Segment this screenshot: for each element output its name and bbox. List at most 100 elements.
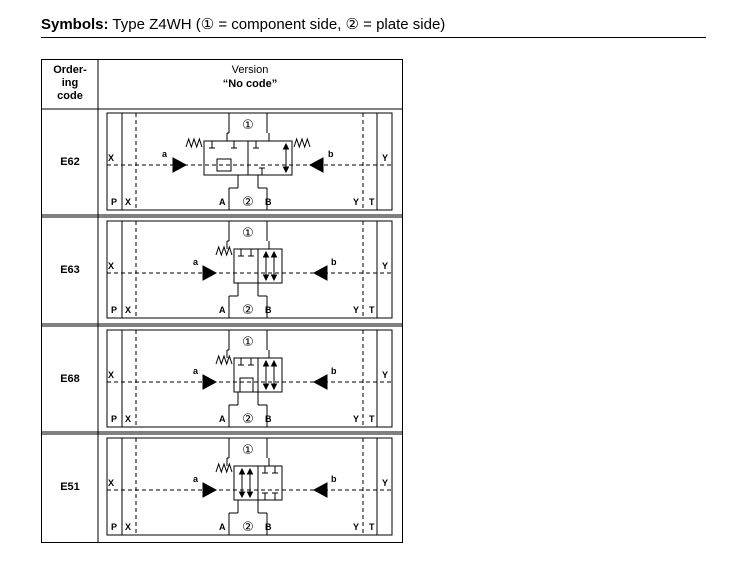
table-frame — [41, 59, 403, 543]
port-y-label: Y — [382, 478, 388, 488]
port-y-bottom-label: Y — [353, 197, 359, 207]
port-y-label: Y — [382, 153, 388, 163]
port-a-label: A — [219, 197, 226, 207]
flow-arrow-right-2-head-top — [270, 359, 278, 367]
ordering-code-label: E62 — [60, 156, 80, 168]
solenoid-a-label: a — [193, 257, 199, 267]
spring-a-icon — [215, 354, 233, 366]
port-a-label: A — [219, 305, 226, 315]
valve-envelope-left — [233, 465, 259, 501]
pilot-arrow-a-icon — [202, 265, 218, 281]
pilot-arrow-b-icon — [312, 265, 328, 281]
pilot-arrow-a-icon — [202, 482, 218, 498]
port-b-label: B — [265, 522, 272, 532]
flow-arrow-left-1-head-top — [238, 467, 246, 475]
port-b-label: B — [265, 414, 272, 424]
ordering-code-label: E51 — [60, 481, 80, 493]
pilot-arrow-a-icon — [172, 157, 188, 173]
port-p-label: P — [111, 305, 117, 315]
col1-header-line2: ing — [62, 77, 79, 89]
symbol-frame — [106, 112, 393, 211]
port-p-label: P — [111, 197, 117, 207]
port-x-bottom-label: X — [125, 197, 131, 207]
flow-arrow-right-1-head-bottom — [262, 383, 270, 391]
ordering-code-label: E63 — [60, 264, 80, 276]
solenoid-b-label: b — [331, 366, 337, 376]
solenoid-b-label: b — [331, 257, 337, 267]
restrictor-box — [216, 158, 232, 172]
col2-header-line2: “No code” — [223, 78, 277, 90]
solenoid-a-label: a — [162, 149, 168, 159]
spring-a-icon — [215, 462, 233, 474]
flow-arrow-right-2-head-top — [270, 250, 278, 258]
heading-text: Type Z4WH (① = component side, ② = plate… — [108, 16, 446, 33]
solenoid-a-label: a — [193, 366, 199, 376]
plate-side-marker: ② — [242, 412, 254, 427]
port-y-bottom-label: Y — [353, 522, 359, 532]
component-side-marker: ① — [242, 118, 254, 133]
flow-arrow-right-2-head-bottom — [270, 383, 278, 391]
pilot-arrow-b-icon — [312, 482, 328, 498]
port-y-bottom-label: Y — [353, 414, 359, 424]
restrictor-box — [239, 377, 254, 393]
port-x-bottom-label: X — [125, 305, 131, 315]
port-x-label: X — [108, 153, 114, 163]
component-side-marker: ① — [242, 226, 254, 241]
symbol-table-graphic: Order- ing code Version “No code” E62 ① ② X… — [41, 59, 403, 543]
pilot-arrow-a-icon — [202, 374, 218, 390]
solenoid-b-label: b — [328, 149, 334, 159]
solenoid-a-label: a — [193, 474, 199, 484]
valve-envelope-right — [257, 357, 283, 393]
spring-a-icon — [185, 137, 203, 149]
col1-header-line1: Order- — [53, 64, 87, 76]
port-a-label: A — [219, 522, 226, 532]
flow-arrow-right-head-bottom — [282, 166, 290, 174]
symbol-table: Order- ing code Version “No code” E62 ① ② X… — [41, 59, 403, 543]
port-t-label: T — [369, 197, 375, 207]
flow-arrow-left-2-head-bottom — [246, 491, 254, 499]
valve-envelope-right — [257, 248, 283, 284]
flow-arrow-left-1-head-bottom — [238, 491, 246, 499]
port-t-label: T — [369, 305, 375, 315]
spring-a-icon — [215, 245, 233, 257]
section-heading: Symbols: Type Z4WH (① = component side, … — [41, 15, 706, 38]
flow-arrow-right-2-head-bottom — [270, 274, 278, 282]
plate-side-marker: ② — [242, 195, 254, 210]
valve-envelope-right — [247, 140, 293, 176]
heading-label: Symbols: — [41, 16, 109, 33]
col2-header-line1: Version — [232, 64, 269, 76]
port-t-label: T — [369, 414, 375, 424]
port-p-label: P — [111, 522, 117, 532]
port-a-label: A — [219, 414, 226, 424]
port-x-label: X — [108, 370, 114, 380]
port-p-label: P — [111, 414, 117, 424]
port-x-bottom-label: X — [125, 522, 131, 532]
flow-arrow-right-head-top — [282, 142, 290, 150]
symbol-frame — [106, 437, 393, 536]
port-b-label: B — [265, 305, 272, 315]
spring-b-icon — [293, 137, 311, 149]
col1-header-line3: code — [57, 90, 83, 102]
pilot-arrow-b-icon — [312, 374, 328, 390]
port-t-label: T — [369, 522, 375, 532]
symbol-frame — [106, 220, 393, 319]
valve-envelope-left — [203, 140, 249, 176]
port-y-bottom-label: Y — [353, 305, 359, 315]
port-x-label: X — [108, 478, 114, 488]
valve-envelope-left — [233, 248, 259, 284]
flow-arrow-right-1-head-bottom — [262, 274, 270, 282]
component-side-marker: ① — [242, 443, 254, 458]
flow-arrow-left-2-head-top — [246, 467, 254, 475]
port-y-label: Y — [382, 370, 388, 380]
pilot-arrow-b-icon — [308, 157, 324, 173]
ordering-code-label: E68 — [60, 373, 80, 385]
symbol-frame — [106, 329, 393, 428]
plate-side-marker: ② — [242, 520, 254, 535]
valve-envelope-left — [233, 357, 259, 393]
plate-side-marker: ② — [242, 303, 254, 318]
flow-arrow-right-1-head-top — [262, 359, 270, 367]
